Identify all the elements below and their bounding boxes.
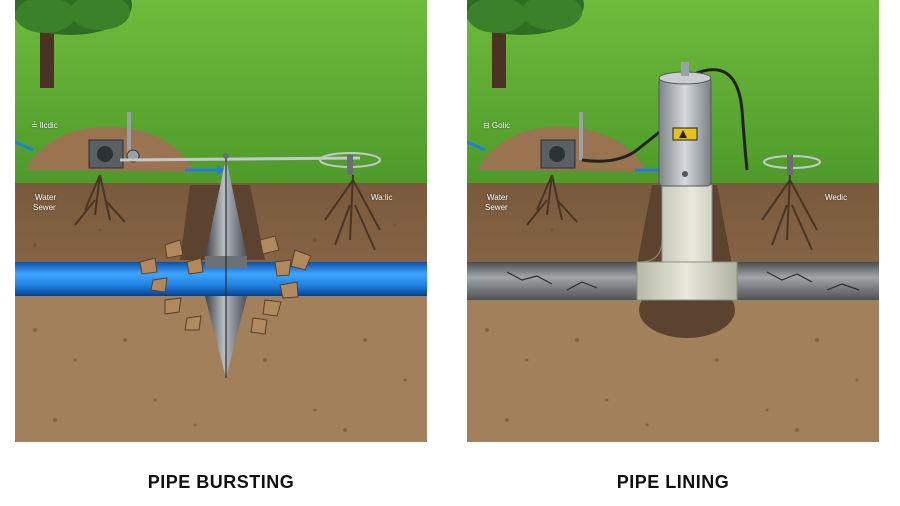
right-label: Wa:lic (371, 193, 393, 202)
pipe-fragments (139, 235, 312, 335)
pipe-bursting-caption: PIPE BURSTING (147, 472, 295, 492)
water-label: Water (35, 193, 57, 202)
right-label: Wedic (825, 193, 848, 202)
pipe-lining-caption: PIPE LINING (616, 472, 730, 492)
pump-machine (540, 112, 583, 169)
pipe-liner (636, 184, 738, 301)
top-left-label: ≟ llcdic (31, 121, 58, 130)
soil-texture (33, 223, 407, 432)
pipe-lining-panel: ⊟ Golic Water Sewer Wedic (467, 0, 879, 442)
tree (467, 0, 584, 88)
tree-roots-right (761, 174, 818, 251)
winch-machine (88, 112, 140, 169)
top-left-label: ⊟ Golic (483, 121, 511, 130)
hose (581, 128, 663, 163)
soil-texture (485, 228, 859, 432)
water-label: Water (487, 193, 509, 202)
pipe-cracks (506, 271, 860, 291)
tree-roots-right (324, 174, 381, 251)
pipe-lining-illustration (467, 0, 879, 442)
tree-roots-left (526, 174, 578, 226)
bursting-head (205, 153, 247, 378)
sewer-label: Sewer (33, 203, 56, 212)
liner-tank (658, 62, 712, 187)
pipe-bursting-panel: ≟ llcdic Water Sewer Wa:lic (15, 0, 427, 442)
tree-roots-left (74, 174, 126, 226)
tree (15, 0, 132, 88)
hose (691, 68, 749, 171)
pipe-bursting-illustration (15, 0, 427, 442)
sewer-label: Sewer (485, 203, 508, 212)
